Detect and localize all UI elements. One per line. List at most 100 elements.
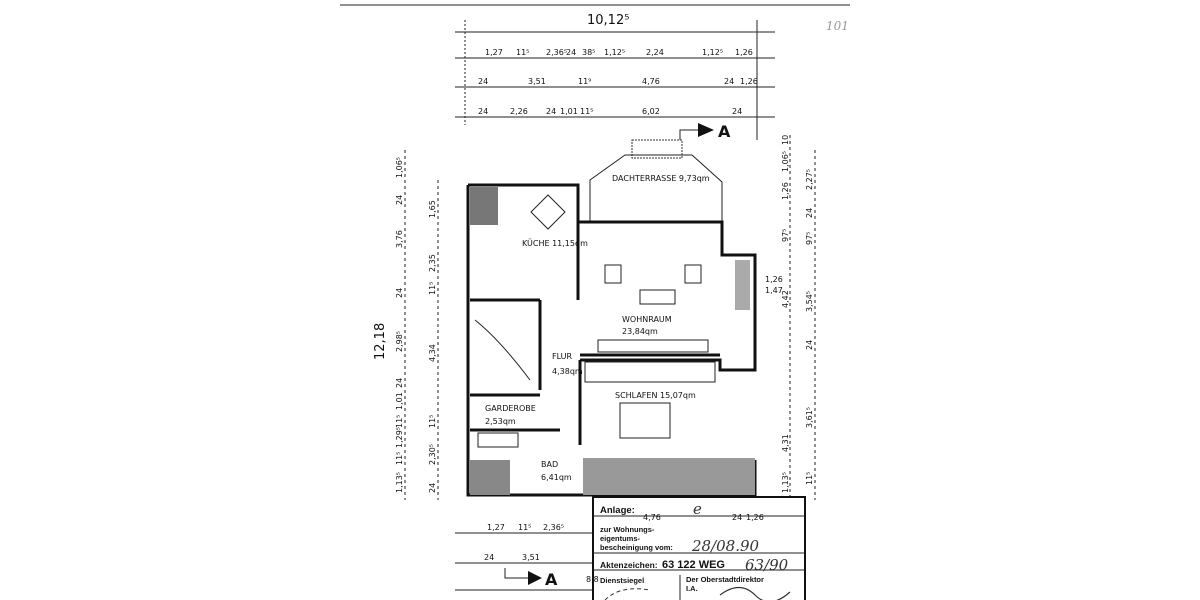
staircase	[474, 319, 531, 381]
stamp-siegel: Dienstsiegel	[600, 576, 644, 585]
dimension-label: 4,34	[428, 344, 437, 362]
stamp-anlage-label: Anlage:	[600, 505, 635, 516]
schlafen-roof-hatch	[583, 458, 755, 495]
dimension-label: 11⁵	[428, 415, 437, 428]
bottom-dimension-lines	[455, 532, 595, 591]
dimension-label: 24	[732, 107, 742, 116]
dimension-label: 24	[478, 77, 488, 86]
dimension-label: 6,02	[642, 107, 660, 116]
dimension-label: 24	[546, 107, 556, 116]
dimension-label: 1,27	[485, 48, 503, 57]
dimension-label: 2,24	[646, 48, 664, 57]
stamp-aktenzeichen-handwritten: 63/90	[745, 556, 789, 574]
dimension-label: 1,26	[781, 182, 790, 200]
bathtub	[477, 432, 519, 448]
dimension-label: 11⁵	[518, 523, 531, 532]
dimension-label: 1,01	[395, 392, 404, 410]
dimension-label: 11⁵	[428, 282, 437, 295]
dimension-label: 1,47	[765, 286, 783, 295]
side-dimension-lines	[404, 135, 816, 500]
dimension-label: 1,26	[740, 77, 758, 86]
building-walls	[466, 139, 757, 497]
dimension-label: 1,13⁵	[395, 472, 404, 493]
room-label-garderobe: GARDEROBE	[485, 404, 536, 413]
dimension-label: 1,26	[735, 48, 753, 57]
fireplace	[735, 260, 750, 310]
room-area-bad: 6,41qm	[541, 473, 572, 482]
furniture	[474, 194, 702, 448]
room-label-flur: FLUR	[552, 352, 573, 361]
dimension-label: 1,29⁵	[395, 427, 404, 448]
top-dimension-lines	[455, 20, 775, 140]
stamp-line3: bescheinigung vom:	[600, 543, 673, 552]
bad-roof-hatch	[470, 460, 510, 495]
dimension-label: 24	[478, 107, 488, 116]
stamp-aktenzeichen-value: 63 122 WEG	[662, 559, 725, 571]
room-label-wohnraum: WOHNRAUM	[622, 315, 672, 324]
dimension-label: 24	[395, 288, 404, 298]
dimension-label: 2,35	[428, 254, 437, 272]
dimension-label: 1,13⁵	[781, 472, 790, 493]
wohnraum-beam	[597, 339, 709, 353]
room-area-wohnraum: 23,84qm	[622, 327, 658, 336]
dimension-label: 97⁵	[805, 232, 814, 245]
room-label-dachterrasse: DACHTERRASSE 9,73qm	[612, 174, 710, 183]
stamp-anlage-value: e	[693, 500, 702, 518]
dimension-label: 24	[805, 208, 814, 218]
kitchen-table	[530, 194, 566, 230]
dimension-label: 11⁵	[580, 107, 593, 116]
dimension-label: 1,26	[746, 513, 764, 522]
stamp-line2: eigentums-	[600, 534, 641, 543]
stamp-aktenzeichen-label: Aktenzeichen:	[600, 560, 658, 570]
dimension-label: 1,27	[487, 523, 505, 532]
dimension-label: 10	[781, 135, 790, 145]
dimension-label: 11⁵	[516, 48, 529, 57]
dimension-label: 38⁵	[582, 48, 595, 57]
dimension-label: 4,42	[781, 290, 790, 308]
dimension-label: 24	[428, 483, 437, 493]
total-width-dimension: 10,12⁵	[587, 13, 629, 28]
bed	[619, 402, 671, 439]
approval-stamp	[592, 496, 806, 600]
dimension-label: 24	[805, 340, 814, 350]
total-depth-dimension: 12,18	[373, 323, 388, 360]
dimension-label: 2,26	[510, 107, 528, 116]
dimension-label: 24	[724, 77, 734, 86]
section-marker-bottom: A	[545, 570, 558, 589]
dimension-label: 1,06⁵	[781, 151, 790, 172]
dimension-label: 3,51	[528, 77, 546, 86]
dimension-label: 11⁹	[578, 77, 591, 86]
dimension-label: 3,54⁵	[805, 291, 814, 312]
room-area-garderobe: 2,53qm	[485, 417, 516, 426]
dimension-label: 1,01	[560, 107, 578, 116]
schlafen-beam	[584, 361, 716, 383]
dimension-label: 11⁵	[395, 415, 404, 428]
dimension-label: 1,12⁵	[604, 48, 625, 57]
dimension-label: 24	[566, 48, 576, 57]
section-arrow-bottom	[504, 568, 542, 585]
dimension-label: 24	[395, 378, 404, 388]
stamp-line1: zur Wohnungs-	[600, 525, 655, 534]
stamp-authority: Der Oberstadtdirektor	[686, 575, 764, 584]
stamp-ia: I.A.	[686, 584, 698, 593]
dimension-label: 8,8	[586, 575, 599, 584]
dimension-label: 4,31	[781, 434, 790, 452]
dimension-label: 11⁵	[805, 472, 814, 485]
dimension-label: 1,26	[765, 275, 783, 284]
dimension-label: 24	[484, 553, 494, 562]
dimension-label: 1,12⁵	[702, 48, 723, 57]
section-marker-top: A	[718, 122, 731, 141]
section-arrow-top	[679, 123, 714, 140]
chimney	[470, 187, 498, 225]
dimension-label: 11⁵	[395, 452, 404, 465]
room-label-kueche: KÜCHE 11,15qm	[522, 238, 588, 248]
dimension-label: 3,51	[522, 553, 540, 562]
room-label-bad: BAD	[541, 460, 558, 469]
dimension-label: 4,76	[642, 77, 660, 86]
dimension-label: 3,76	[395, 230, 404, 248]
dimension-label: 24	[395, 195, 404, 205]
page-number: 101	[826, 19, 849, 33]
dimension-label: 3,61⁵	[805, 407, 814, 428]
